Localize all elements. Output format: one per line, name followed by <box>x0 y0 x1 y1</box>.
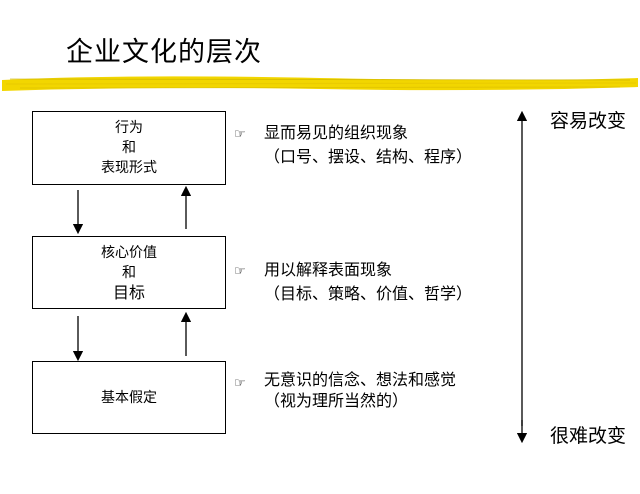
level-box-values: 核心价值 和 目标 <box>32 236 226 309</box>
level-box-assumptions: 基本假定 <box>32 361 226 434</box>
page-title: 企业文化的层次 <box>66 37 262 68</box>
level-box-behavior: 行为 和 表现形式 <box>32 111 226 185</box>
description-2: ☞ 用以解释表面现象 （目标、策略、价值、哲学） <box>234 258 504 306</box>
level-line: 和 <box>122 140 136 156</box>
scale-label-bottom: 很难改变 <box>549 425 626 447</box>
pointing-hand-icon: ☞ <box>234 127 246 142</box>
description-main: 用以解释表面现象 <box>264 260 393 279</box>
level-line: 核心价值 <box>101 244 157 261</box>
description-main: 无意识的信念、想法和感觉 <box>264 370 457 389</box>
level-line: 和 <box>122 264 136 281</box>
level-line: 目标 <box>112 282 145 302</box>
level-line: 表现形式 <box>101 160 157 176</box>
level-line: 基本假定 <box>101 389 157 406</box>
level-line: 行为 <box>115 120 143 136</box>
description-3: ☞ 无意识的信念、想法和感觉 （视为理所当然的） <box>234 370 484 413</box>
description-main: 显而易见的组织现象 <box>264 123 409 142</box>
description-sub: （目标、策略、价值、哲学） <box>264 284 473 303</box>
pointing-hand-icon: ☞ <box>234 264 246 279</box>
scale-label-top: 容易改变 <box>549 110 626 132</box>
description-sub: （视为理所当然的） <box>264 391 409 410</box>
yellow-brush-stroke <box>2 76 638 91</box>
description-1: ☞ 显而易见的组织现象 （口号、摆设、结构、程序） <box>234 121 504 169</box>
description-sub: （口号、摆设、结构、程序） <box>264 147 473 166</box>
pointing-hand-icon: ☞ <box>234 376 246 391</box>
